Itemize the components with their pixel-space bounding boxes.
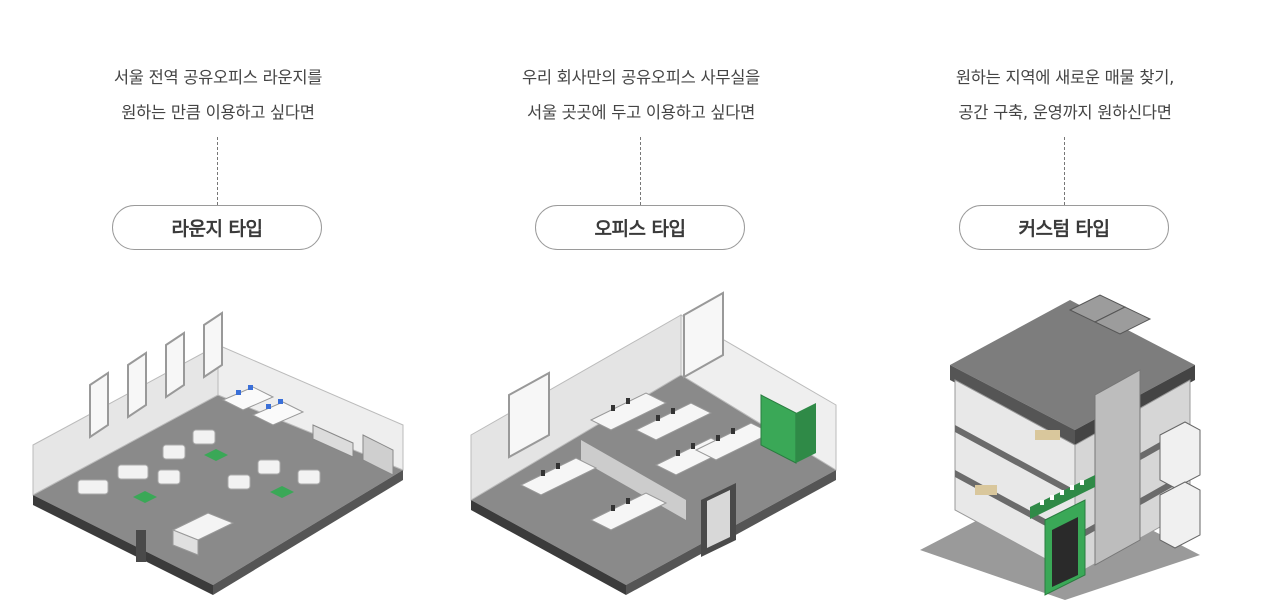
description-line: 서울 전역 공유오피스 라운지를: [113, 68, 323, 87]
office-type-button[interactable]: 오피스 타입: [535, 205, 745, 250]
lounge-type-description: 서울 전역 공유오피스 라운지를 원하는 만큼 이용하고 싶다면: [8, 60, 428, 130]
dashed-connector: [640, 137, 641, 205]
office-floor-illustration: [431, 285, 851, 605]
custom-type-section: 원하는 지역에 새로운 매물 찾기, 공간 구축, 운영까지 원하신다면 커스텀…: [855, 0, 1275, 614]
office-type-section: 우리 회사만의 공유오피스 사무실을 서울 곳곳에 두고 이용하고 싶다면 오피…: [431, 0, 851, 614]
dashed-connector: [1064, 137, 1065, 205]
custom-building-illustration: [855, 285, 1275, 605]
custom-type-button[interactable]: 커스텀 타입: [959, 205, 1169, 250]
description-line: 원하는 만큼 이용하고 싶다면: [121, 103, 315, 122]
lounge-type-section: 서울 전역 공유오피스 라운지를 원하는 만큼 이용하고 싶다면 라운지 타입: [8, 0, 428, 614]
dashed-connector: [217, 137, 218, 205]
description-line: 원하는 지역에 새로운 매물 찾기,: [955, 68, 1175, 87]
description-line: 공간 구축, 운영까지 원하신다면: [958, 103, 1172, 122]
lounge-floor-illustration: [8, 285, 428, 605]
description-line: 서울 곳곳에 두고 이용하고 싶다면: [526, 103, 756, 122]
custom-type-description: 원하는 지역에 새로운 매물 찾기, 공간 구축, 운영까지 원하신다면: [855, 60, 1275, 130]
description-line: 우리 회사만의 공유오피스 사무실을: [521, 68, 761, 87]
office-type-description: 우리 회사만의 공유오피스 사무실을 서울 곳곳에 두고 이용하고 싶다면: [431, 60, 851, 130]
lounge-type-button[interactable]: 라운지 타입: [112, 205, 322, 250]
